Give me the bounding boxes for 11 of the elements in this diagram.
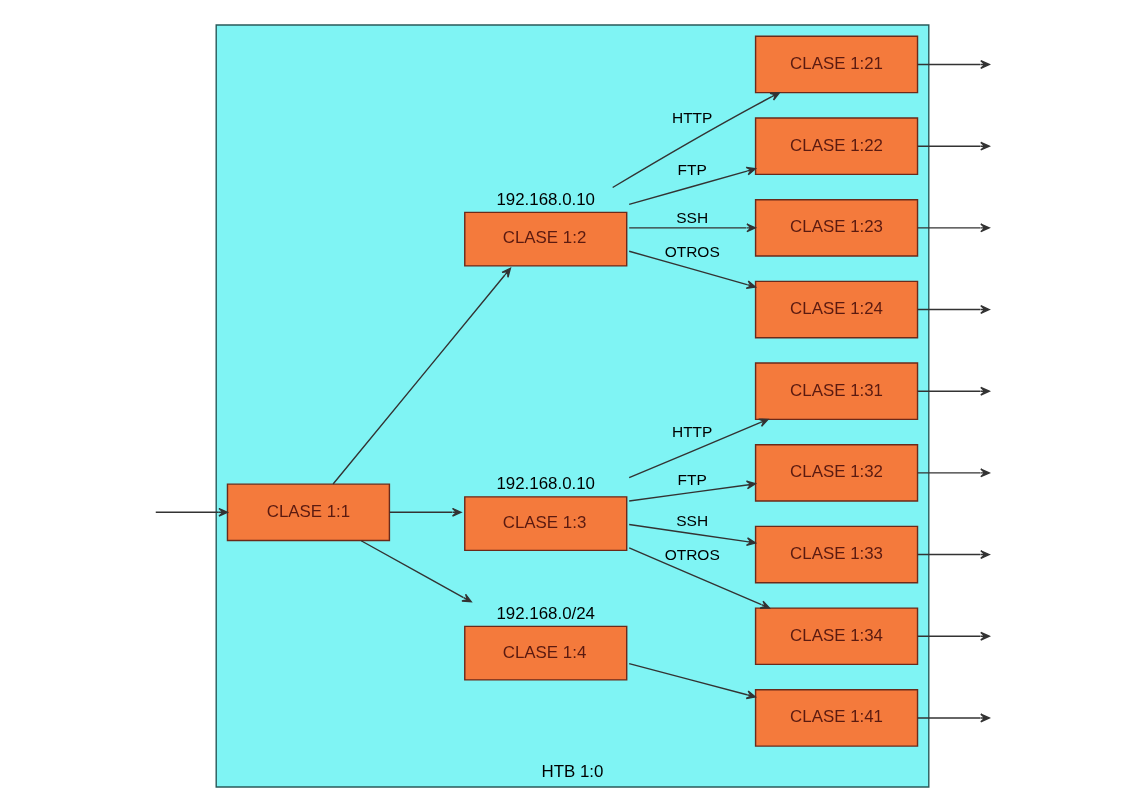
node-label: 192.168.0.10 <box>496 189 595 209</box>
edge-label: OTROS <box>664 243 720 261</box>
edge-label: FTP <box>677 471 707 489</box>
edge-label: FTP <box>677 161 707 179</box>
node-label: 192.168.0/24 <box>496 603 595 623</box>
node-label: 192.168.0.10 <box>496 474 595 494</box>
edge-label: OTROS <box>664 545 720 563</box>
edge-label: SSH <box>676 209 709 227</box>
edge-label: HTTP <box>671 423 713 441</box>
edge-label: HTTP <box>671 109 713 127</box>
edge-label: SSH <box>676 512 709 530</box>
